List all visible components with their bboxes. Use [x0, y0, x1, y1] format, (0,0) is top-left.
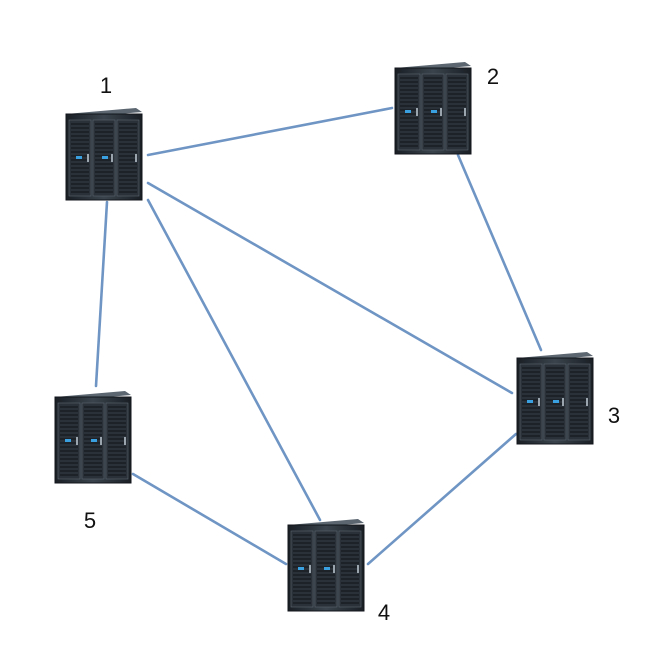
server-rack-icon	[516, 352, 594, 445]
server-node-1	[65, 108, 143, 201]
server-rack-icon	[54, 391, 132, 484]
node-label-2: 2	[487, 64, 499, 89]
edge-2-3	[456, 153, 543, 352]
edge-3-4	[366, 432, 518, 566]
labels-layer: 1 2 3 4 5	[84, 64, 620, 625]
edge-4-5	[131, 472, 288, 566]
node-label-5: 5	[84, 508, 96, 533]
server-node-3	[516, 352, 594, 445]
node-label-3: 3	[608, 403, 620, 428]
edge-1-3	[146, 181, 514, 395]
server-rack-icon	[65, 108, 143, 201]
edge-1-5	[94, 200, 109, 388]
server-node-5	[54, 391, 132, 484]
edge-1-4	[146, 198, 322, 522]
server-node-4	[287, 519, 365, 612]
nodes-layer	[54, 62, 594, 612]
node-label-4: 4	[378, 600, 390, 625]
edge-1-2	[146, 106, 394, 157]
server-rack-icon	[287, 519, 365, 612]
node-label-1: 1	[100, 73, 112, 98]
server-rack-icon	[394, 62, 472, 155]
server-node-2	[394, 62, 472, 155]
edges-layer	[94, 106, 543, 566]
